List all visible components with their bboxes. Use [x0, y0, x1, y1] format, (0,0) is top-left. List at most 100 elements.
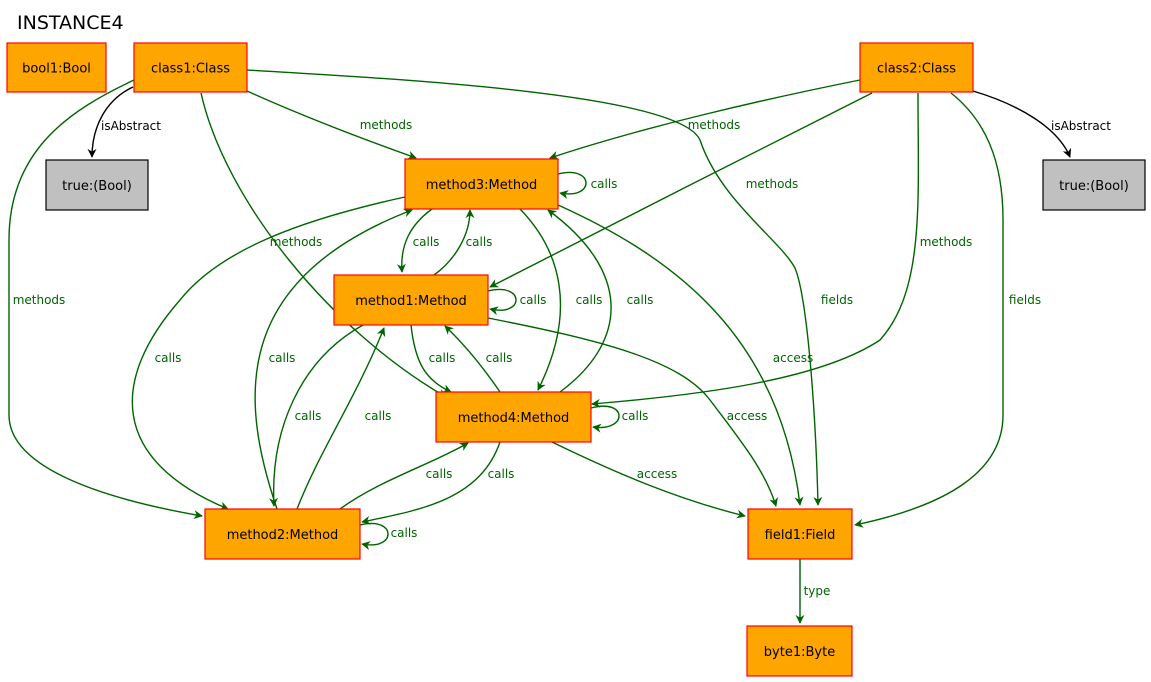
- node-method4[interactable]: method4:Method: [435, 391, 592, 443]
- edge-method1-field1: access: [487, 317, 778, 507]
- edge-label: calls: [426, 467, 453, 481]
- edge-class2-true2: isAbstract: [972, 90, 1111, 158]
- edge-method3-method4: calls: [519, 208, 602, 391]
- edge-class1-true1: isAbstract: [87, 86, 161, 158]
- edge-line: [444, 325, 501, 393]
- node-box: [1042, 159, 1146, 211]
- edge-class1-method3: methods: [246, 90, 417, 160]
- edge-class1-method2: methods: [8, 79, 203, 520]
- edge-class1-method4: methods: [200, 92, 447, 398]
- node-label: class1:Class: [151, 62, 230, 77]
- edge-line: [359, 522, 389, 550]
- node-box: [746, 625, 853, 677]
- edge-line: [361, 441, 501, 525]
- edge-label: fields: [821, 293, 853, 307]
- edge-label: calls: [429, 351, 456, 365]
- node-label: byte1:Byte: [764, 645, 835, 660]
- edge-method4-method3: calls: [547, 209, 653, 393]
- node-box: [45, 159, 149, 211]
- node-field1[interactable]: field1:Field: [747, 508, 853, 560]
- edge-line: [200, 92, 447, 398]
- edge-label: calls: [391, 526, 418, 540]
- node-true1[interactable]: true:(Bool): [45, 159, 149, 211]
- edge-label: methods: [920, 235, 973, 249]
- node-box: [133, 42, 248, 93]
- edge-label: access: [637, 467, 677, 481]
- edge-line: [854, 92, 1004, 528]
- node-label: method3:Method: [426, 178, 538, 193]
- edge-label: access: [773, 351, 813, 365]
- edge-label: calls: [488, 467, 515, 481]
- edge-method4-field1: access: [551, 441, 746, 519]
- node-box: [747, 508, 853, 560]
- edge-method4-method2: calls: [361, 441, 515, 525]
- edge-line: [410, 324, 452, 393]
- edge-label: access: [727, 409, 767, 423]
- node-label: method1:Method: [355, 294, 467, 309]
- edge-line: [557, 171, 587, 199]
- edge-line: [87, 86, 134, 158]
- edge-method2-method3: calls: [254, 208, 413, 510]
- edge-line: [590, 405, 620, 433]
- node-true2[interactable]: true:(Bool): [1042, 159, 1146, 211]
- edge-line: [433, 209, 475, 276]
- edge-line: [339, 442, 469, 510]
- node-method1[interactable]: method1:Method: [333, 274, 489, 326]
- edge-label: calls: [466, 235, 493, 249]
- node-label: method2:Method: [227, 528, 339, 543]
- edge-label: fields: [1009, 293, 1041, 307]
- edge-line: [972, 90, 1072, 158]
- node-box: [6, 42, 107, 93]
- edge-label: type: [804, 584, 831, 598]
- node-label: class2:Class: [877, 62, 956, 77]
- nodes-layer: bool1:Bool class1:Class class2:Class true:(…: [6, 42, 1146, 677]
- node-box: [435, 391, 592, 443]
- edge-line: [269, 324, 364, 507]
- edge-method1-method3: calls: [433, 209, 493, 276]
- edge-method3-method3: calls: [557, 171, 617, 199]
- edge-label: calls: [269, 351, 296, 365]
- edge-line: [489, 92, 873, 288]
- edge-class1-field1: fields: [246, 69, 853, 506]
- edge-line: [547, 209, 612, 393]
- edge-label: calls: [520, 293, 547, 307]
- node-class2[interactable]: class2:Class: [859, 42, 974, 93]
- edge-label: calls: [295, 409, 322, 423]
- edge-method1-method1: calls: [487, 288, 547, 316]
- edge-label: methods: [746, 177, 799, 191]
- edge-class2-method3: methods: [549, 79, 861, 160]
- edges-layer: isAbstract methods methods methods fields isA…: [8, 69, 1111, 624]
- edge-label: methods: [270, 235, 323, 249]
- node-box: [333, 274, 489, 326]
- node-box: [404, 158, 559, 210]
- node-byte1[interactable]: byte1:Byte: [746, 625, 853, 677]
- edge-label: isAbstract: [1051, 119, 1111, 133]
- edge-label: methods: [13, 293, 66, 307]
- edge-method4-method4: calls: [590, 405, 648, 433]
- node-label: field1:Field: [765, 528, 836, 543]
- edge-line: [8, 79, 203, 520]
- node-label: method4:Method: [458, 411, 570, 426]
- edge-line: [549, 79, 861, 160]
- edge-line: [551, 441, 746, 519]
- edge-line: [254, 208, 413, 510]
- node-method2[interactable]: method2:Method: [204, 508, 361, 560]
- edge-method2-method4: calls: [339, 442, 469, 510]
- node-label: bool1:Bool: [22, 62, 91, 77]
- edge-class2-method1: methods: [489, 92, 873, 288]
- edge-label: calls: [155, 351, 182, 365]
- edge-label: methods: [360, 118, 413, 132]
- edge-line: [487, 288, 517, 316]
- node-box: [859, 42, 974, 93]
- edge-method3-method2: calls: [131, 196, 406, 511]
- edge-line: [246, 69, 823, 506]
- edge-line: [487, 317, 778, 507]
- edge-line: [557, 204, 804, 506]
- edge-class2-method4: methods: [591, 92, 973, 408]
- node-bool1[interactable]: bool1:Bool: [6, 42, 107, 93]
- edge-class2-field1: fields: [854, 92, 1041, 528]
- node-method3[interactable]: method3:Method: [404, 158, 559, 210]
- edge-label: calls: [486, 351, 513, 365]
- node-class1[interactable]: class1:Class: [133, 42, 248, 93]
- node-label: true:(Bool): [1059, 179, 1129, 194]
